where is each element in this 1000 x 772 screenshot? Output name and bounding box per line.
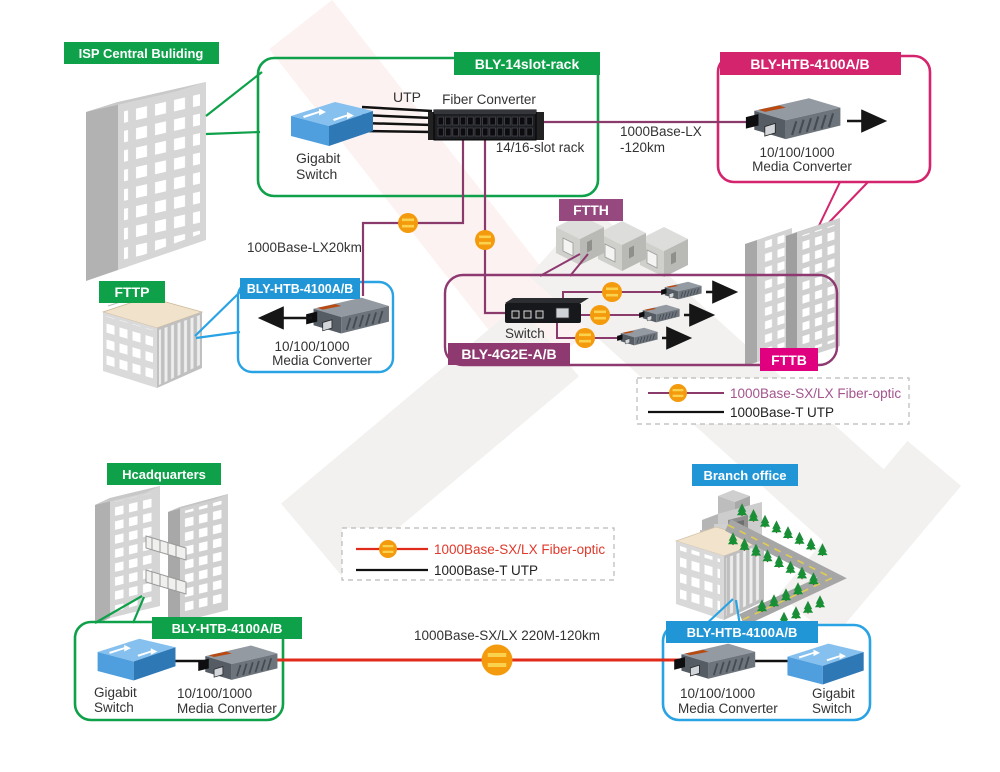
isp-label: ISP Central Buliding — [79, 46, 204, 61]
fttb-label: FTTB — [771, 352, 807, 368]
fiber-converter-title: Fiber Converter — [442, 92, 536, 107]
fiber-coupler-icon — [573, 326, 597, 350]
rack-group-box — [256, 56, 600, 198]
hq-converter-caption-2: Media Converter — [177, 701, 277, 716]
branch-badge — [692, 464, 798, 486]
fiber-coupler-icon — [588, 303, 612, 327]
ftth-badge — [559, 199, 623, 221]
fttp-building — [101, 284, 204, 388]
legend-coupler-icon — [377, 538, 399, 560]
converter-top-right-badge — [720, 52, 901, 75]
branch-label: Branch office — [703, 468, 786, 483]
fiber-coupler-icon — [600, 280, 624, 304]
branch-office-buildings — [674, 490, 766, 620]
fttp-label: FTTP — [115, 284, 150, 300]
gigabit-switch-label-2: Switch — [296, 166, 337, 182]
hq-converter-caption-1: 10/100/1000 — [177, 686, 252, 701]
branch-converter-caption-2: Media Converter — [678, 701, 778, 716]
branch-box-badge — [666, 621, 818, 643]
headquarters-box-badge — [152, 617, 302, 639]
fttp-callout-tail — [194, 291, 241, 340]
fiber-coupler-icon — [396, 211, 420, 235]
headquarters-buildings — [95, 486, 228, 627]
legend-bottom-utp-label: 1000Base-T UTP — [434, 563, 538, 578]
isp-link-line — [205, 130, 261, 136]
headquarters-badge — [107, 463, 221, 485]
converter-top-right-caption-1: 10/100/1000 — [759, 145, 834, 160]
link-lx20-label: 1000Base-LX20km — [247, 240, 362, 255]
fiber-branch-3 — [556, 323, 618, 339]
fiber-converter-rack — [428, 109, 544, 141]
link-lx120-line2: -120km — [620, 140, 665, 155]
branch-box-label: BLY-HTB-4100A/B — [687, 625, 798, 640]
utp-label: UTP — [393, 89, 421, 105]
converter-fttp-label: BLY-HTB-4100A/B — [247, 282, 354, 296]
legend-coupler-icon — [667, 382, 689, 404]
converter-fttp-caption-1: 10/100/1000 — [274, 339, 349, 354]
converter-fttp-badge — [240, 278, 360, 299]
g4-badge — [448, 343, 570, 365]
slot-rack-subtitle: 14/16-slot rack — [496, 140, 585, 155]
fiber-coupler-icon — [473, 228, 497, 252]
gigabit-switch-label-1: Gigabit — [296, 150, 340, 166]
legend-top-fiber-label: 1000Base-SX/LX Fiber-optic — [730, 386, 901, 401]
legend-top-utp-label: 1000Base-T UTP — [730, 405, 834, 420]
legend-bottom-fiber-label: 1000Base-SX/LX Fiber-optic — [434, 542, 605, 557]
converter-fttp-caption-2: Media Converter — [272, 353, 372, 368]
branch-switch-label-2: Switch — [812, 701, 852, 716]
rack-group-label: BLY-14slot-rack — [475, 56, 580, 72]
ftth-callout-tail — [539, 253, 589, 277]
headquarters-box-label: BLY-HTB-4100A/B — [172, 621, 283, 636]
legend-top-box — [636, 377, 910, 425]
hq-switch-label-2: Switch — [94, 700, 134, 715]
utp-lines — [361, 105, 433, 134]
headquarters-label: Hcadquarters — [122, 467, 206, 482]
fttb-buildings — [745, 218, 840, 366]
branch-switch-label-1: Gigabit — [812, 686, 855, 701]
isp-link-line — [205, 71, 263, 117]
g4-switch-device — [505, 298, 589, 323]
link-lx120-line1: 1000Base-LX — [620, 124, 702, 139]
converter-top-right-caption-2: Media Converter — [752, 159, 852, 174]
fiber-link-to-switch — [483, 140, 505, 315]
isp-building — [86, 82, 206, 281]
g4-switch-label: Switch — [505, 326, 545, 341]
headquarters-callout-tail — [94, 595, 146, 624]
g4-box — [443, 273, 839, 367]
branch-converter-caption-1: 10/100/1000 — [680, 686, 755, 701]
fiber-coupler-icon — [482, 645, 513, 676]
ftth-label: FTTH — [573, 202, 609, 218]
g4-label: BLY-4G2E-A/B — [461, 346, 556, 362]
link-sx220-label: 1000Base-SX/LX 220M-120km — [414, 628, 600, 643]
fttp-badge — [99, 281, 165, 303]
fttb-badge — [760, 348, 818, 371]
rack-group-badge — [454, 52, 600, 75]
converter-top-right-label: BLY-HTB-4100A/B — [750, 56, 869, 72]
isp-label-badge — [64, 42, 219, 64]
direction-arrows — [257, 109, 888, 350]
hq-switch-label-1: Gigabit — [94, 685, 137, 700]
